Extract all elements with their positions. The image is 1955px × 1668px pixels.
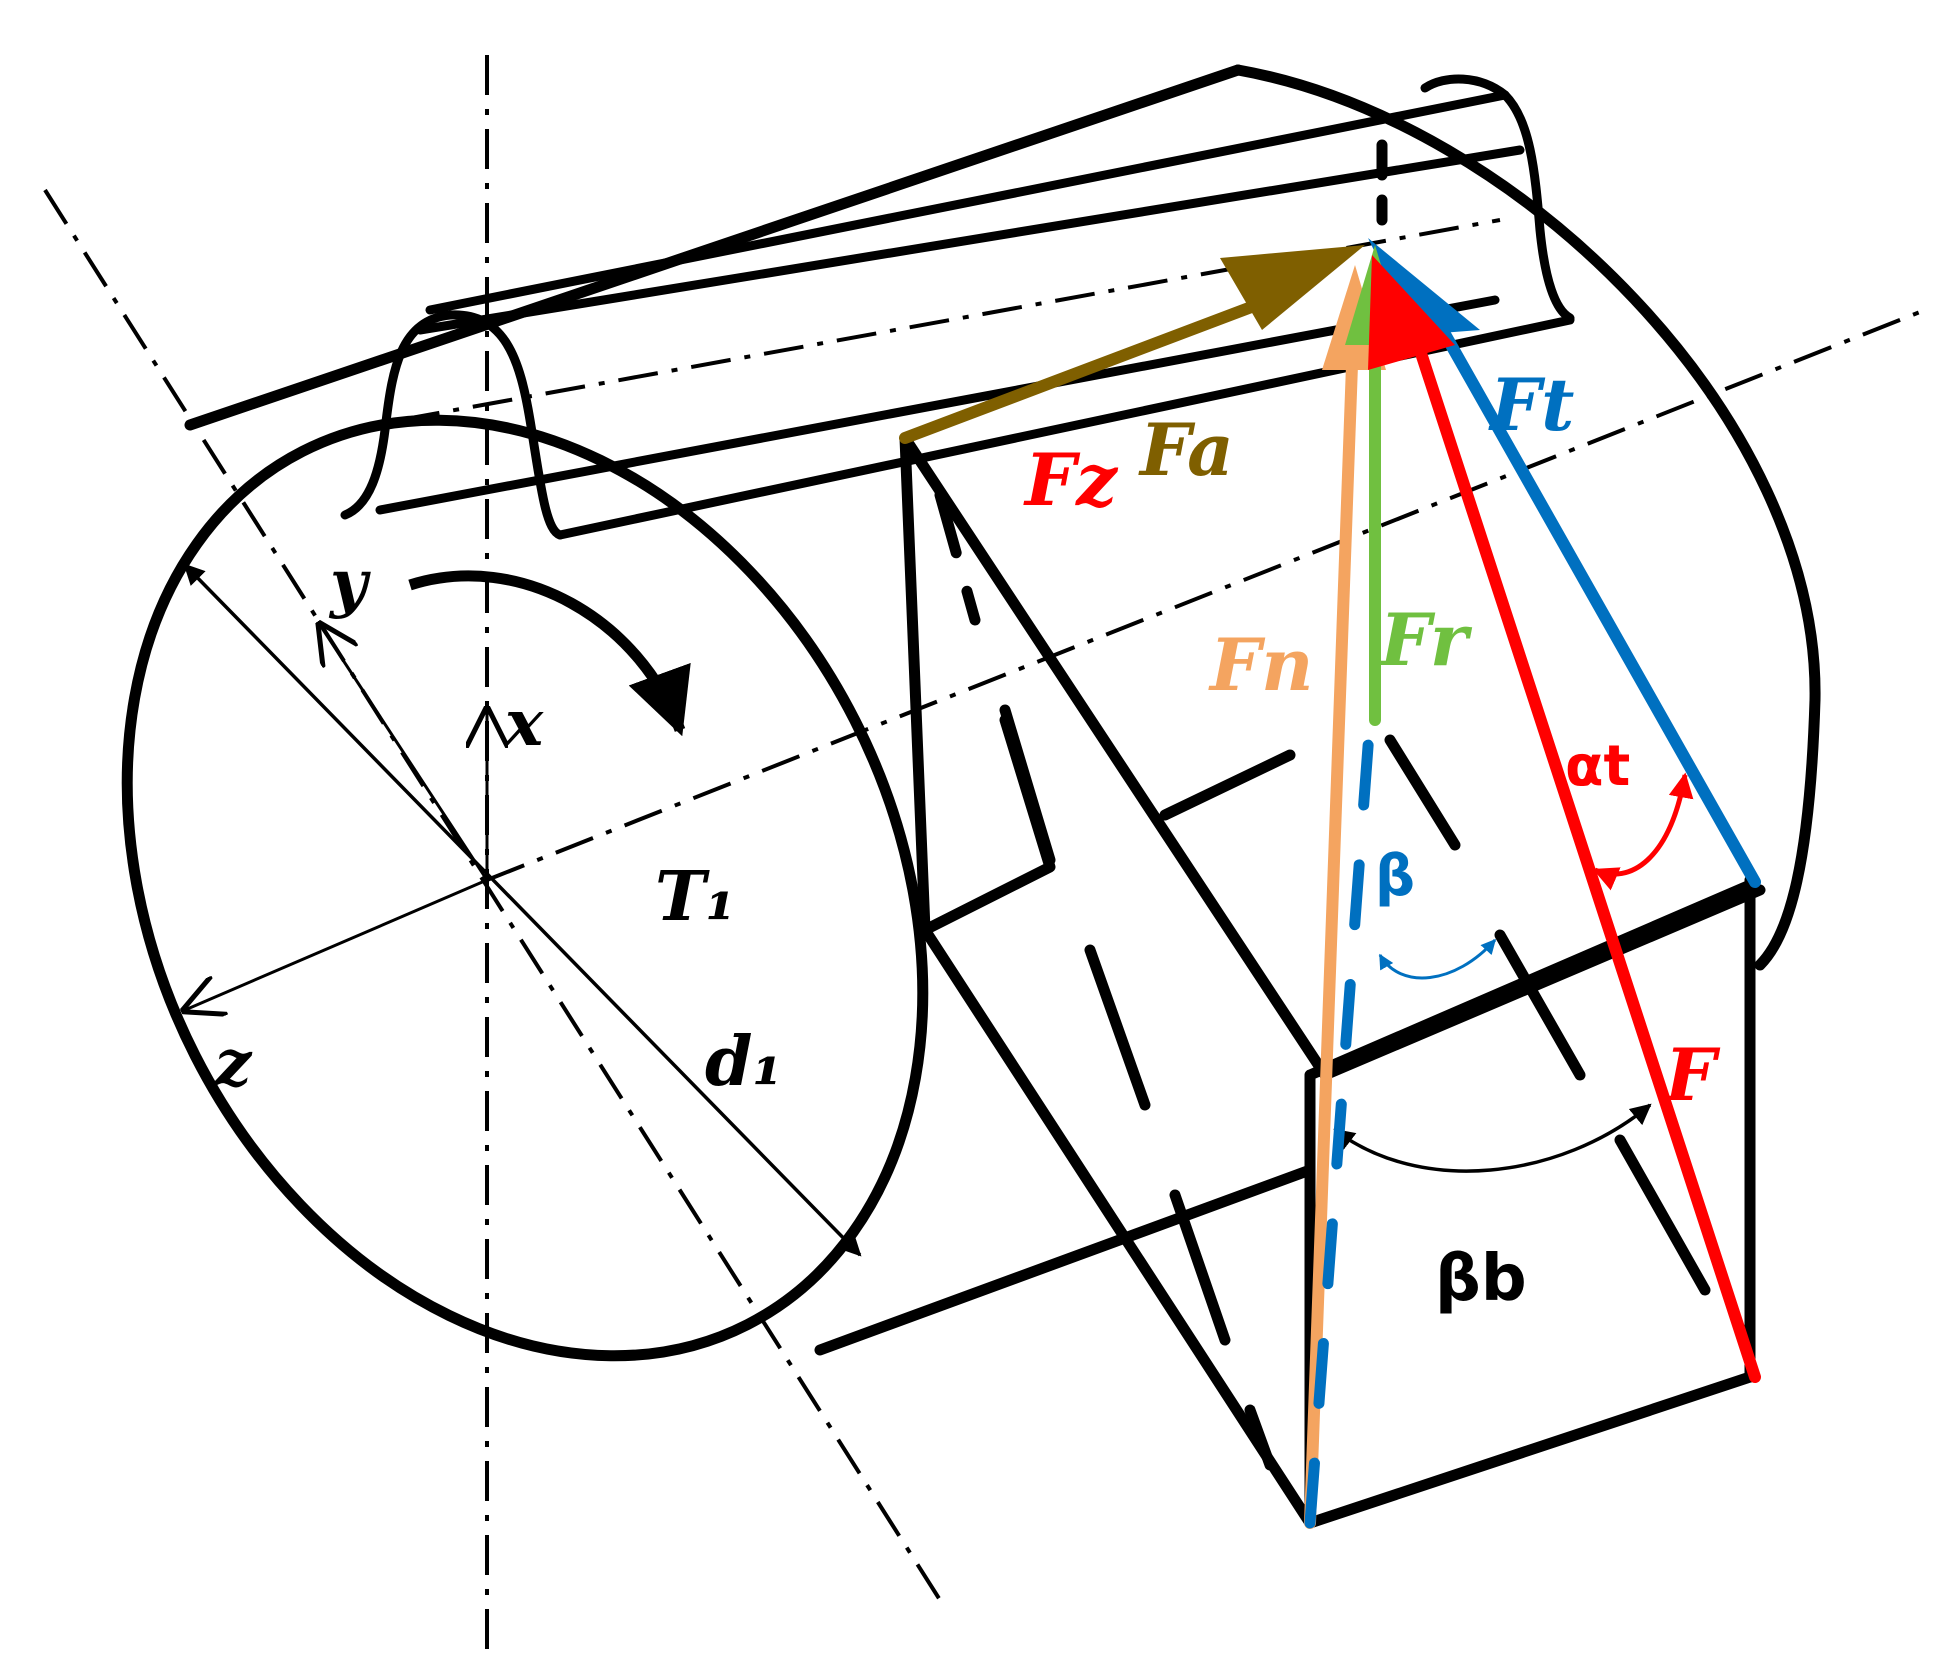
alpha-t-label: αt [1565,734,1630,799]
back-face-arc [1232,64,1821,971]
inner-dash-8 [1614,1134,1711,1296]
pitch-line [399,218,1501,422]
top-generatrix [184,64,1244,431]
tooth-back-profile [1420,74,1575,323]
ft-shaft [1414,284,1761,888]
tooth-crest-line [415,145,1525,335]
plane-diagonal-b [919,924,1316,1529]
fn-shaft [1304,359,1358,1529]
force-construction [899,432,1766,1529]
inner-dash-6 [1384,734,1461,851]
fa-head [1220,245,1365,330]
inner-dash-5 [1159,749,1296,821]
diameter-d1-arrow [183,563,862,1257]
beta-arc [1378,938,1497,980]
y-axis-label: y [328,546,371,621]
blue-projection-line [1304,714,1376,1529]
inner-dash-7 [1494,929,1586,1081]
plane-diagonal-a [899,432,1331,1081]
d1-label: d₁ [705,1022,782,1102]
f-shaft [1414,344,1761,1383]
ft-head [1368,238,1480,335]
bottom-generatrix [814,1164,1316,1356]
ft-vector [1368,238,1761,888]
t1-label: T₁ [655,857,735,937]
tooth-top-edge [425,90,1510,315]
f-vector [1368,255,1761,1383]
beta-b-label: βb [1435,1242,1527,1316]
fa-label: Fa [1138,407,1234,492]
z-axis-label: z [214,1026,253,1101]
base-top-edge [1319,884,1766,1081]
alpha-t-arc [1592,772,1694,891]
beta-label: β [1375,844,1415,909]
fn-label: Fn [1208,622,1313,707]
beta-b-arc [1333,1103,1652,1173]
inner-dash-4 [1169,1189,1231,1346]
inner-dash-9 [1244,1404,1276,1471]
fr-label: Fr [1378,597,1473,682]
fa-shaft [899,294,1276,444]
fa-vector [899,245,1365,444]
inner-dash-1 [934,489,981,626]
tooth-mid-edge [375,295,1500,515]
torque-t1-arrow [408,570,691,737]
inner-dash-2 [999,704,1056,866]
ft-label: Ft [1488,362,1574,447]
fz-label: Fz [1023,437,1119,522]
x-axis-label: x [503,686,544,761]
y-axis-arrow [320,625,489,881]
inner-dash-3 [1084,944,1151,1111]
f-head [1368,255,1455,370]
tooth-front-profile [340,310,565,540]
z-axis-arrow [185,878,488,1010]
f-label: F [1663,1032,1721,1117]
gear-cylinder [121,64,1821,1362]
